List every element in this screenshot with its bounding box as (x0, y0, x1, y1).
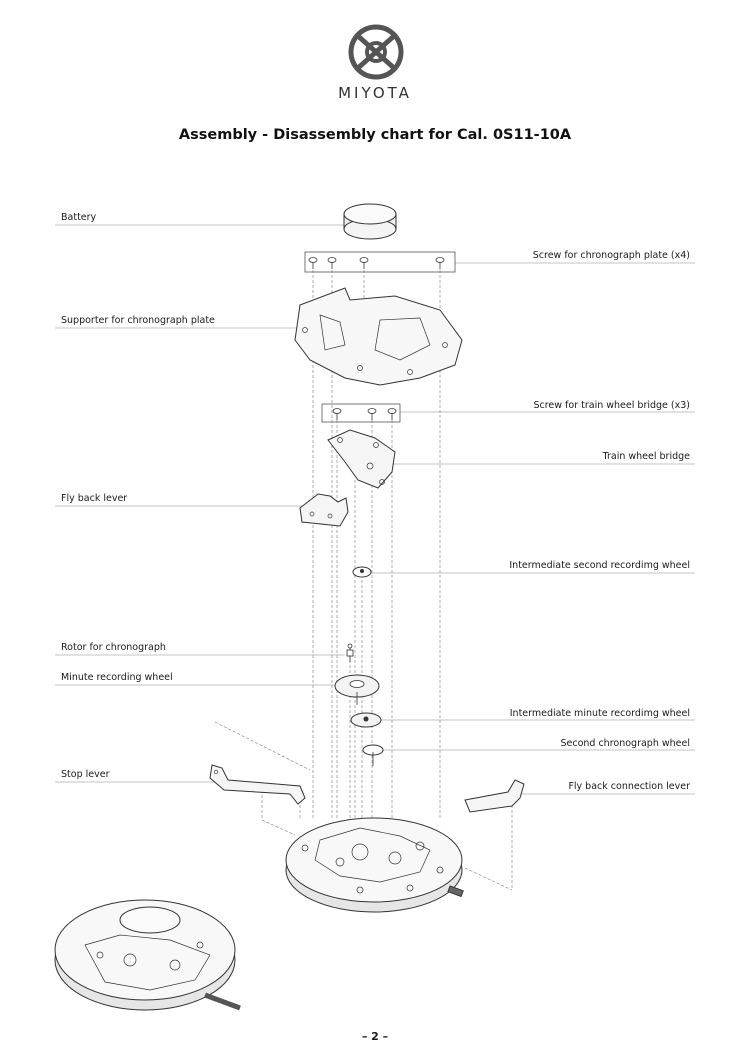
page-number: – 2 – (361, 1030, 389, 1043)
label-minute-recording-wheel: Minute recording wheel (61, 672, 173, 683)
label-train-wheel-bridge: Train wheel bridge (602, 451, 690, 462)
label-screw-train-wheel-bridge: Screw for train wheel bridge (x3) (533, 400, 690, 411)
miyota-logo (348, 24, 404, 80)
label-fly-back-connection-lever: Fly back connection lever (568, 781, 690, 792)
label-supporter-chronograph-plate: Supporter for chronograph plate (61, 315, 215, 326)
page-title: Assembly - Disassembly chart for Cal. 0S… (178, 127, 572, 143)
label-stop-lever: Stop lever (61, 769, 110, 780)
label-screw-chronograph-plate: Screw for chronograph plate (x4) (532, 250, 690, 261)
brand-name: MIYOTA (338, 84, 412, 102)
label-battery: Battery (61, 212, 97, 223)
label-fly-back-lever: Fly back lever (61, 493, 128, 504)
label-intermediate-second-wheel: Intermediate second recordimg wheel (509, 560, 690, 571)
label-rotor-chronograph: Rotor for chronograph (61, 642, 166, 653)
label-second-chronograph-wheel: Second chronograph wheel (560, 738, 690, 749)
label-intermediate-minute-wheel: Intermediate minute recordimg wheel (509, 708, 690, 719)
